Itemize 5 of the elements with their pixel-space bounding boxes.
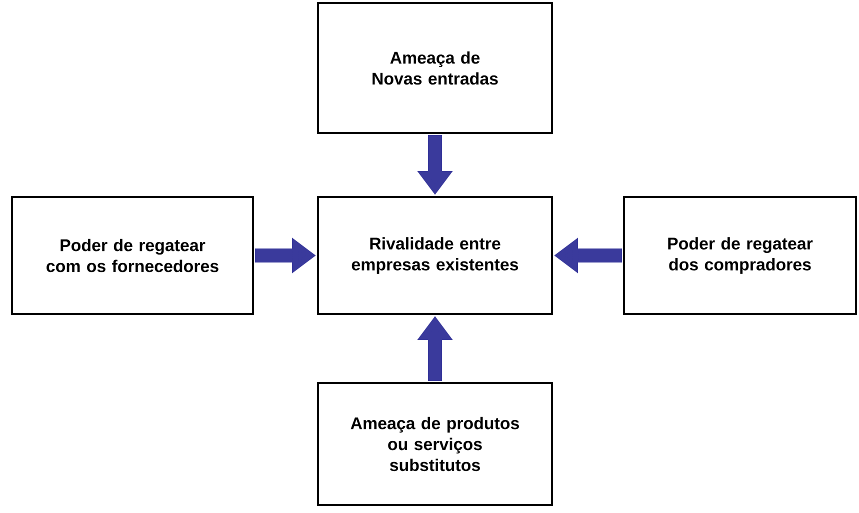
text-box: Ameaça de Novas entradas <box>317 2 553 134</box>
text-box: Ameaça de produtos ou serviços substitutos <box>317 382 553 506</box>
text-box: Poder de regatear com os fornecedores <box>11 196 254 315</box>
text-box: Rivalidade entre empresas existentes <box>317 196 553 315</box>
text-box: Poder de regatear dos compradores <box>623 196 857 315</box>
